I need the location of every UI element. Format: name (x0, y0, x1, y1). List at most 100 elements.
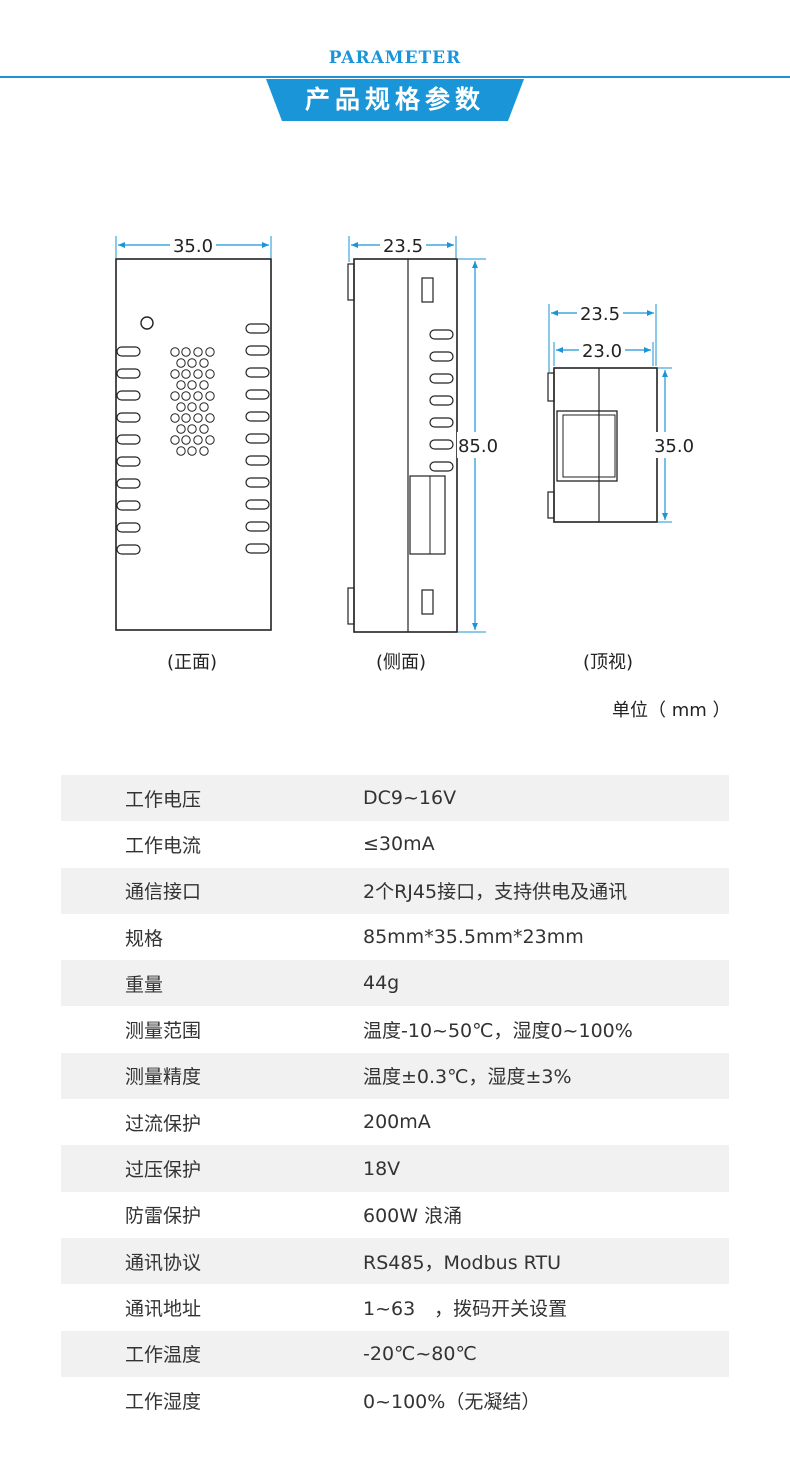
sensor-hole (176, 402, 186, 412)
side-width-dimension (348, 234, 457, 262)
sensor-hole (193, 391, 203, 401)
spec-row: 工作电流≤30mA (61, 821, 729, 867)
sensor-hole (187, 424, 197, 434)
sensor-hole (170, 435, 180, 445)
sensor-hole (176, 358, 186, 368)
sensor-hole (199, 358, 209, 368)
spec-key: 通讯协议 (125, 1251, 202, 1274)
sensor-hole (176, 380, 186, 390)
vent-slot (116, 456, 141, 467)
spec-key: 测量范围 (125, 1020, 202, 1043)
sensor-hole (187, 402, 197, 412)
spec-key: 规格 (125, 927, 164, 950)
sensor-hole (205, 435, 215, 445)
spec-key: 防雷保护 (125, 1205, 202, 1228)
sensor-hole (181, 369, 191, 379)
spec-value: 温度-10~50℃，湿度0~100% (363, 1020, 633, 1043)
vent-slot (245, 367, 270, 378)
front-width-dimension (115, 234, 272, 258)
vent-slot (245, 345, 270, 356)
sensor-hole (199, 380, 209, 390)
side-view-caption: (侧面) (376, 652, 427, 673)
side-height-label: 85.0 (458, 436, 498, 457)
vent-slot (245, 477, 270, 488)
spec-key: 重量 (125, 973, 164, 996)
vent-slot (245, 543, 270, 554)
sensor-hole (187, 446, 197, 456)
vent-slot (429, 329, 454, 340)
spec-value: 85mm*35.5mm*23mm (363, 926, 584, 949)
spec-value: 1~63 ，拨码开关设置 (363, 1297, 568, 1320)
vent-slot (245, 521, 270, 532)
spec-value: 44g (363, 972, 400, 995)
front-view-caption: (正面) (167, 652, 218, 673)
sensor-hole (193, 369, 203, 379)
spec-value: 200mA (363, 1111, 431, 1134)
spec-row: 通讯地址 1~63 ，拨码开关设置 (61, 1284, 729, 1330)
spec-row: 防雷保护 600W 浪涌 (61, 1192, 729, 1238)
sensor-hole (187, 380, 197, 390)
spec-key: 通讯地址 (125, 1297, 202, 1320)
vent-slot (429, 373, 454, 384)
vent-slot (116, 544, 141, 555)
sensor-hole (170, 413, 180, 423)
spec-row: 规格 85mm*35.5mm*23mm (61, 914, 729, 960)
vent-slot (429, 395, 454, 406)
top-inner-width-label: 23.0 (582, 341, 622, 362)
spec-value: -20℃~80℃ (363, 1342, 477, 1365)
sensor-hole (205, 391, 215, 401)
spec-row: 过流保护 200mA (61, 1099, 729, 1145)
sensor-hole (170, 347, 180, 357)
vent-slot (429, 439, 454, 450)
spec-row: 工作温度 -20℃~80℃ (61, 1330, 729, 1377)
sensor-hole (170, 391, 180, 401)
spec-row: 测量精度温度±0.3℃，湿度±3% (61, 1052, 729, 1100)
top-view-drawing (547, 367, 658, 523)
spec-row: 工作电压 DC9~16V (61, 775, 729, 822)
spec-value: 18V (363, 1157, 401, 1180)
sensor-hole (193, 435, 203, 445)
spec-key: 工作温度 (125, 1344, 202, 1367)
header-banner (266, 79, 524, 121)
spec-value: 600W 浪涌 (363, 1205, 463, 1228)
sensor-hole (193, 347, 203, 357)
spec-value: DC9~16V (363, 787, 457, 810)
sensor-hole (193, 413, 203, 423)
spec-key: 测量精度 (125, 1066, 202, 1089)
vent-slot (245, 323, 270, 334)
vent-slot (245, 455, 270, 466)
vent-slot (245, 433, 270, 444)
top-outer-width-label: 23.5 (580, 304, 620, 325)
vent-slot (116, 500, 141, 511)
top-height-dimension (652, 367, 696, 523)
spec-value: 2个RJ45接口，支持供电及通讯 (363, 881, 628, 904)
vent-slot (116, 390, 141, 401)
spec-key: 工作湿度 (125, 1390, 202, 1413)
spec-key: 过流保护 (125, 1112, 202, 1135)
top-outer-width-dimension (548, 302, 657, 372)
top-height-label: 35.0 (654, 436, 694, 457)
sensor-hole (199, 446, 209, 456)
vent-slot (245, 499, 270, 510)
vent-slot (245, 389, 270, 400)
vent-slot (116, 478, 141, 489)
header-divider (0, 76, 790, 78)
side-width-label: 23.5 (383, 236, 423, 257)
vent-slot (429, 351, 454, 362)
spec-key: 工作电流 (125, 834, 202, 857)
top-view-caption: (顶视) (583, 652, 634, 673)
sensor-hole (199, 402, 209, 412)
sensor-hole (181, 391, 191, 401)
spec-key: 工作电压 (125, 788, 202, 811)
dimension-drawings: 35.0 23.5 85.0 23.5 (115, 234, 696, 633)
vent-slot (429, 417, 454, 428)
sensor-hole (205, 413, 215, 423)
sensor-hole (187, 358, 197, 368)
vent-slot (116, 346, 141, 357)
sensor-hole (205, 369, 215, 379)
spec-row: 重量 44g (61, 960, 729, 1007)
